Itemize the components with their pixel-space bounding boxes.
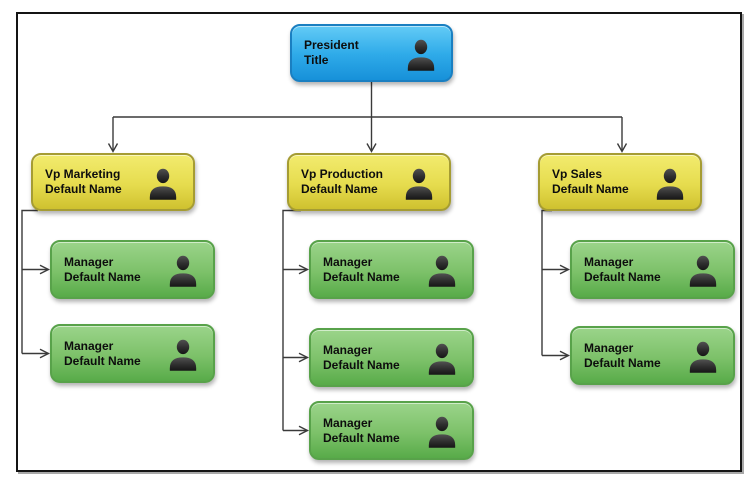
org-node-manager[interactable]: Manager Default Name: [570, 240, 735, 299]
org-node-vp-marketing[interactable]: Vp Marketing Default Name: [31, 153, 195, 211]
person-icon: [686, 340, 720, 374]
node-title: Manager: [323, 415, 373, 430]
node-text: Manager Default Name: [572, 341, 686, 371]
node-subtitle: Title: [304, 53, 329, 67]
node-text: Manager Default Name: [311, 255, 425, 285]
person-icon: [425, 415, 459, 449]
node-text: Vp Production Default Name: [289, 167, 402, 197]
person-icon: [146, 167, 180, 201]
node-subtitle: Default Name: [64, 269, 141, 284]
person-icon: [653, 167, 687, 201]
node-subtitle: Default Name: [552, 182, 629, 196]
node-subtitle: Default Name: [323, 430, 400, 445]
node-title: Vp Marketing: [45, 167, 121, 181]
node-title: Manager: [323, 342, 373, 357]
node-text: Manager Default Name: [52, 339, 166, 369]
person-icon: [686, 254, 720, 288]
node-subtitle: Default Name: [584, 269, 661, 284]
org-node-manager[interactable]: Manager Default Name: [309, 328, 474, 387]
person-icon: [425, 254, 459, 288]
node-subtitle: Default Name: [64, 353, 141, 368]
org-node-manager[interactable]: Manager Default Name: [309, 401, 474, 460]
org-node-president[interactable]: President Title: [290, 24, 453, 82]
node-title: Manager: [323, 254, 373, 269]
org-node-manager[interactable]: Manager Default Name: [570, 326, 735, 385]
node-subtitle: Default Name: [301, 182, 378, 196]
node-subtitle: Default Name: [584, 355, 661, 370]
node-text: Vp Marketing Default Name: [33, 167, 146, 197]
node-subtitle: Default Name: [323, 269, 400, 284]
org-node-vp-sales[interactable]: Vp Sales Default Name: [538, 153, 702, 211]
node-subtitle: Default Name: [45, 182, 122, 196]
person-icon: [404, 38, 438, 72]
node-title: Manager: [584, 254, 634, 269]
node-title: President: [304, 38, 359, 52]
org-node-manager[interactable]: Manager Default Name: [50, 324, 215, 383]
node-title: Manager: [584, 340, 634, 355]
node-text: Vp Sales Default Name: [540, 167, 653, 197]
node-title: Manager: [64, 254, 114, 269]
person-icon: [166, 338, 200, 372]
node-title: Vp Sales: [552, 167, 603, 181]
node-text: Manager Default Name: [572, 255, 686, 285]
node-subtitle: Default Name: [323, 357, 400, 372]
person-icon: [166, 254, 200, 288]
node-title: Manager: [64, 338, 114, 353]
node-text: President Title: [292, 38, 404, 68]
org-node-manager[interactable]: Manager Default Name: [309, 240, 474, 299]
node-text: Manager Default Name: [52, 255, 166, 285]
org-node-manager[interactable]: Manager Default Name: [50, 240, 215, 299]
org-node-vp-production[interactable]: Vp Production Default Name: [287, 153, 451, 211]
node-title: Vp Production: [301, 167, 383, 181]
node-text: Manager Default Name: [311, 343, 425, 373]
person-icon: [402, 167, 436, 201]
node-text: Manager Default Name: [311, 416, 425, 446]
diagram-border: [16, 12, 742, 472]
person-icon: [425, 342, 459, 376]
